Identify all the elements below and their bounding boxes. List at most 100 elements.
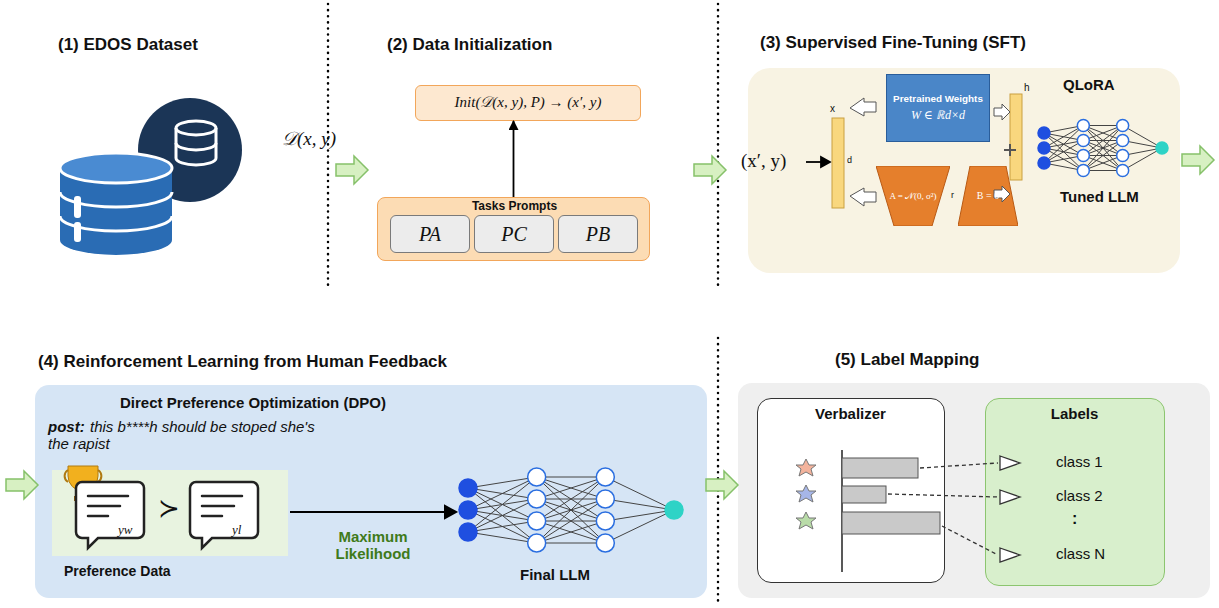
lora-vectors bbox=[850, 98, 1010, 206]
neural-net bbox=[528, 534, 546, 552]
section-title: (2) Data Initialization bbox=[387, 35, 552, 55]
model-name: Tuned LLM bbox=[1060, 188, 1139, 205]
neural-net bbox=[528, 490, 546, 508]
verbalizer-chart bbox=[888, 463, 998, 555]
lora-a-trapezoid: A = 𝒩(0, σ²) bbox=[876, 166, 950, 226]
neural-net bbox=[596, 490, 614, 508]
neural-net bbox=[1044, 141, 1083, 164]
preference-area bbox=[52, 470, 288, 556]
trapezoid-shape bbox=[876, 166, 950, 226]
node-title: Tasks Prompts bbox=[378, 199, 651, 213]
prompt-box: PB bbox=[558, 215, 638, 253]
lora-vectors bbox=[832, 94, 1022, 208]
neural-net bbox=[528, 468, 546, 486]
text-lines bbox=[202, 515, 222, 518]
neural-net bbox=[468, 488, 537, 543]
dotted-divider bbox=[328, 4, 718, 606]
neural-net bbox=[468, 532, 537, 543]
weights-box: Pretrained WeightsW ∈ ℝd×d bbox=[886, 74, 990, 142]
verbalizer-chart bbox=[842, 512, 940, 534]
node-title: Verbalizer bbox=[758, 405, 943, 422]
verbalizer-chart bbox=[842, 458, 918, 478]
database-icon bbox=[176, 128, 216, 165]
verbalizer-chart bbox=[796, 485, 816, 502]
neural-net bbox=[537, 477, 606, 499]
node-title: (5) Label Mapping bbox=[835, 350, 980, 370]
neural-net bbox=[1077, 120, 1089, 132]
neural-net bbox=[1083, 126, 1122, 171]
neural-net bbox=[1123, 148, 1162, 171]
node-title: Init(𝒟(x, y), P) → (x′, y) bbox=[455, 94, 602, 111]
block-arrow bbox=[1182, 146, 1214, 174]
node-subtitle: QLoRA bbox=[1063, 76, 1115, 93]
neural-net bbox=[537, 477, 606, 521]
neural-net bbox=[459, 479, 477, 497]
text-lines bbox=[202, 495, 242, 498]
node-subtitle: Direct Preference Optimization (DPO) bbox=[120, 394, 386, 411]
verbalizer-chart bbox=[1000, 548, 1020, 562]
node-title: (4) Reinforcement Learning from Human Fe… bbox=[38, 352, 447, 372]
neural-net bbox=[537, 499, 606, 543]
block-arrow bbox=[706, 471, 738, 499]
block-arrow bbox=[6, 471, 38, 499]
neural-net bbox=[459, 523, 477, 541]
class-label: class 2 bbox=[1056, 487, 1103, 504]
lora-vectors bbox=[850, 188, 876, 206]
lora-vectors bbox=[1004, 144, 1016, 156]
input-arrow bbox=[806, 157, 830, 167]
likelihood-arrow bbox=[290, 511, 446, 513]
neural-net bbox=[596, 534, 614, 552]
neural-net bbox=[537, 521, 606, 543]
text-lines bbox=[88, 496, 242, 516]
lora-vectors bbox=[832, 118, 844, 208]
neural-net bbox=[468, 477, 537, 532]
verbalizer-chart bbox=[1000, 456, 1020, 470]
math-label: (x′, y) bbox=[741, 150, 786, 172]
class-label: class N bbox=[1056, 545, 1105, 562]
verbalizer-chart bbox=[888, 494, 998, 497]
prompt-box: PA bbox=[390, 215, 470, 253]
node-subtitle: W ∈ ℝd×d bbox=[911, 109, 965, 123]
verbalizer-chart bbox=[942, 526, 998, 555]
neural-net bbox=[1038, 142, 1050, 154]
neural-net bbox=[459, 120, 1168, 553]
neural-net bbox=[1038, 157, 1050, 169]
verbalizer-chart bbox=[1000, 490, 1020, 504]
neural-net bbox=[528, 512, 546, 530]
database-icon bbox=[74, 222, 81, 242]
neural-net bbox=[1117, 165, 1129, 177]
verbalizer-chart bbox=[796, 459, 816, 476]
database-icon bbox=[176, 143, 216, 150]
input-arrow bbox=[806, 161, 822, 163]
response-icon bbox=[76, 482, 144, 548]
dotted-divider bbox=[327, 4, 330, 288]
lora-b-trapezoid: B = 0 bbox=[958, 166, 1018, 226]
neural-net bbox=[537, 477, 606, 521]
preference-symbol: ≻ bbox=[158, 494, 180, 524]
block-arrow bbox=[694, 156, 726, 184]
dimension-label: d bbox=[847, 155, 852, 165]
node-title: B = 0 bbox=[977, 190, 999, 202]
class-label: class 1 bbox=[1056, 453, 1103, 470]
text-lines bbox=[202, 505, 234, 508]
database-icon bbox=[176, 121, 216, 135]
verbalizer-chart bbox=[920, 463, 998, 468]
lora-vectors bbox=[994, 186, 1010, 202]
neural-net bbox=[596, 468, 614, 486]
lora-vectors bbox=[850, 98, 876, 116]
neural-net bbox=[468, 521, 537, 532]
trapezoid-shape bbox=[958, 166, 1018, 226]
text-lines bbox=[88, 495, 128, 498]
lora-vectors bbox=[1009, 144, 1011, 156]
neural-net bbox=[665, 501, 683, 519]
likelihood-arrow bbox=[290, 506, 456, 518]
neural-net bbox=[1077, 165, 1089, 177]
block-arrow bbox=[6, 146, 1214, 499]
neural-net bbox=[605, 477, 674, 510]
neural-net bbox=[1156, 142, 1168, 154]
dimension-label: x bbox=[830, 103, 835, 115]
verbalizer-chart bbox=[842, 486, 886, 503]
caption-label: Preference Data bbox=[64, 563, 171, 579]
verbalizer-chart bbox=[796, 459, 816, 529]
